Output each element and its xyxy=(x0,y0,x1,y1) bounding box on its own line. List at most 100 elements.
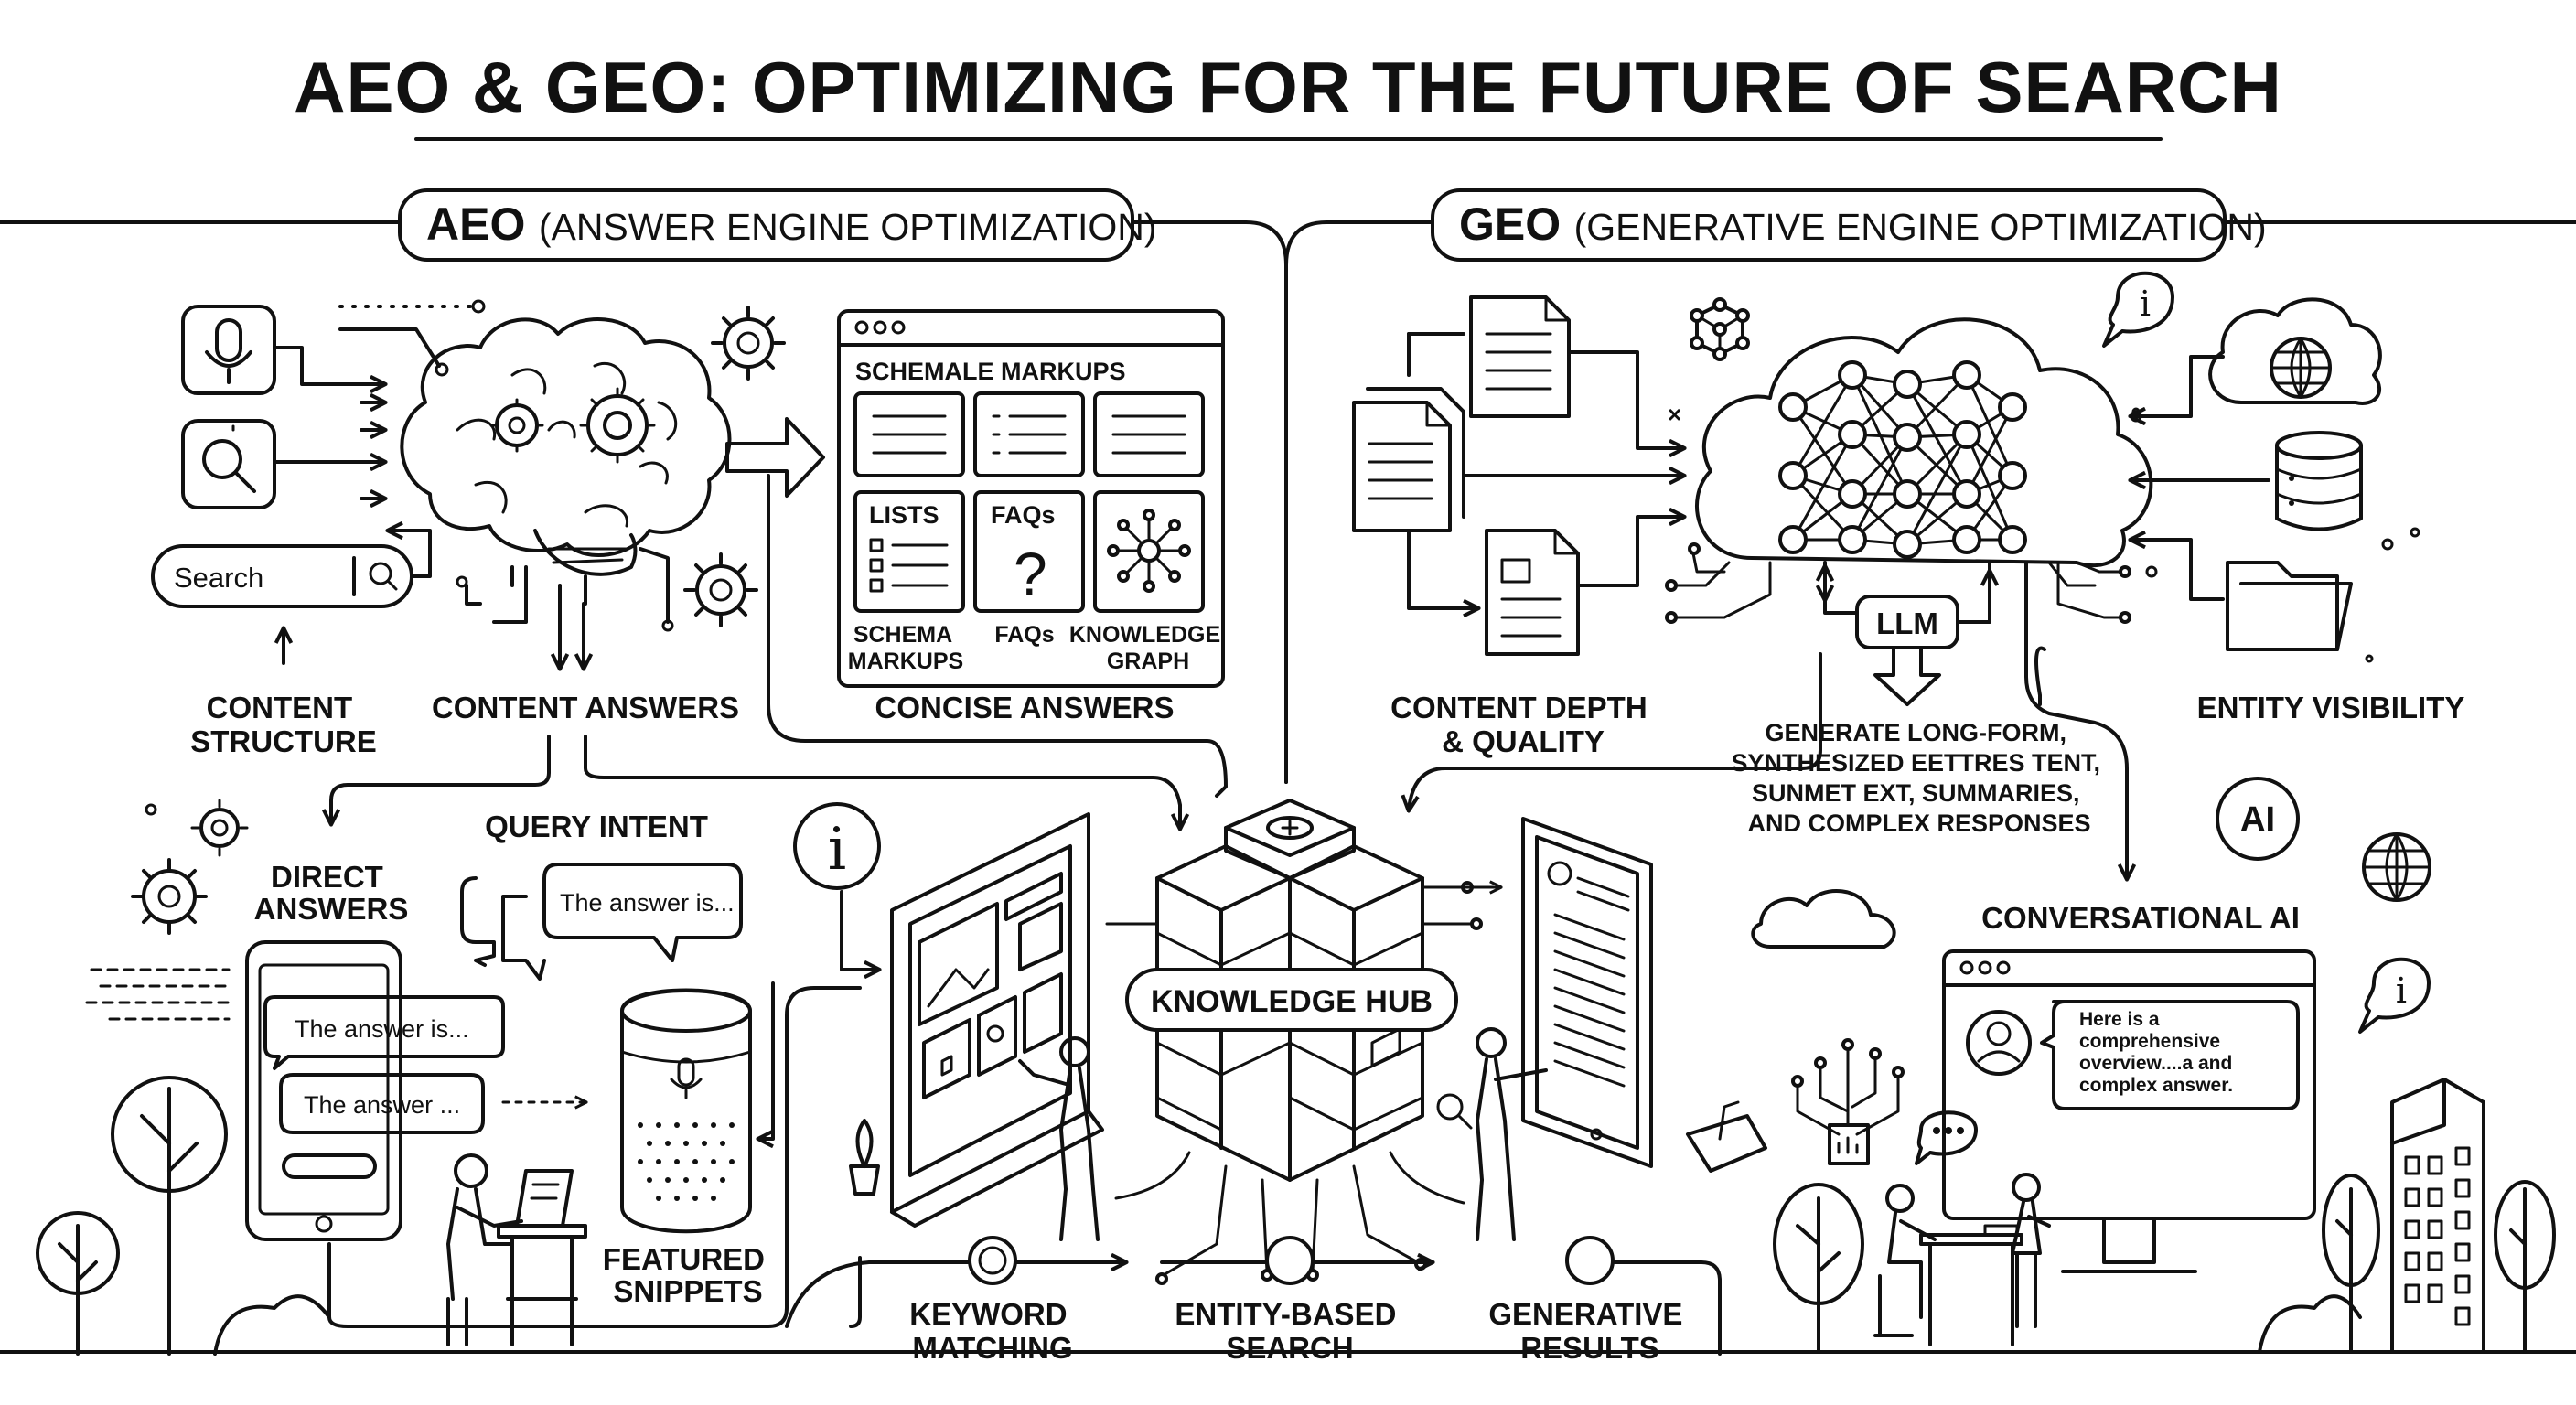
pipeline-label-keyword: KEYWORD MATCHING xyxy=(909,1297,1076,1365)
info-speech-icon-right: i xyxy=(2358,957,2431,1034)
search-input-text[interactable]: Search xyxy=(174,562,263,594)
neural-network-cloud xyxy=(1695,317,2153,568)
knowledge-hub-pill: KNOWLEDGE HUB xyxy=(1125,968,1458,1032)
bush-right xyxy=(2258,1294,2362,1354)
document-icon-2 xyxy=(1352,387,1465,532)
smartphone-illustration: The answer is... The answer ... xyxy=(85,940,585,1241)
document-icon-1 xyxy=(1469,295,1571,418)
tree-left-large xyxy=(111,1076,228,1356)
page-title: AEO & GEO: OPTIMIZING FOR THE FUTURE OF … xyxy=(294,47,2282,127)
brain-illustration xyxy=(400,317,732,606)
info-icon-glyph: i xyxy=(828,816,846,884)
aeo-abbr: AEO xyxy=(426,198,525,250)
pipeline-node-generative xyxy=(1565,1236,1615,1285)
concise-answers-label: CONCISE ANSWERS xyxy=(875,691,1175,724)
tree-left-small xyxy=(36,1211,120,1356)
folder-icon xyxy=(2226,538,2394,651)
info-glyph-right: i xyxy=(2396,971,2407,1011)
info-glyph-top: i xyxy=(2140,284,2151,324)
query-speech-bubble: The answer is... xyxy=(460,863,743,981)
speaker-grille xyxy=(638,1122,735,1201)
gear-icon-left-large xyxy=(131,858,208,935)
geo-doc-arrows xyxy=(1407,332,1683,608)
question-mark-icon: ? xyxy=(1014,540,1047,607)
caption-faqs: FAQs xyxy=(994,622,1054,648)
tree-right-1 xyxy=(1773,1183,1864,1354)
chat-response-text: Here is a comprehensive overview....a an… xyxy=(2079,1009,2238,1096)
phone-answer-bubble-1: The answer is... xyxy=(295,1015,469,1043)
aeo-full: (ANSWER ENGINE OPTIMIZATION) xyxy=(539,206,1157,248)
globe-cloud-icon xyxy=(2208,297,2382,405)
pipeline-node-keyword xyxy=(968,1236,1017,1285)
knowledge-graph-icon xyxy=(1107,509,1191,593)
document-icon-3 xyxy=(1485,529,1580,656)
input-arrows xyxy=(231,299,486,578)
brain-output-arrows xyxy=(456,417,825,668)
pipeline-label-entity: ENTITY-BASED SEARCH xyxy=(1175,1297,1404,1365)
faqs-card xyxy=(973,490,1085,613)
gear-icon-mid xyxy=(683,552,758,627)
phone-answer-bubble-2: The answer ... xyxy=(304,1091,460,1119)
aeo-flow-lines xyxy=(331,474,1228,828)
chat-monitor-illustration: Here is a comprehensive overview....a an… xyxy=(1942,949,2316,1273)
person-with-tablet-illustration xyxy=(1436,1027,1548,1241)
search-icon[interactable] xyxy=(386,579,398,591)
isometric-monitor-illustration xyxy=(890,812,1104,1228)
pipeline-node-entity xyxy=(1265,1236,1315,1285)
featured-snippets-label: FEATURED SNIPPETS xyxy=(603,1242,773,1308)
faqs-card-label: FAQs xyxy=(991,501,1056,529)
person-at-laptop-illustration xyxy=(327,986,862,1346)
tree-right-3 xyxy=(2494,1180,2556,1354)
cloud-to-hub-arrows xyxy=(1409,561,2127,878)
cloud-small-icon xyxy=(1751,889,1896,949)
entity-visibility-label: ENTITY VISIBILITY xyxy=(2197,691,2465,724)
person-at-monitor-illustration xyxy=(1018,1036,1100,1241)
knowledge-hub-label: KNOWLEDGE HUB xyxy=(1151,984,1433,1019)
database-icon xyxy=(2275,431,2363,531)
decor-dot-2 xyxy=(2365,654,2374,663)
knowledge-graph-card xyxy=(1093,490,1205,613)
content-depth-label: CONTENT DEPTH & QUALITY xyxy=(1390,691,1656,758)
close-mark-icon: × xyxy=(1668,401,1681,428)
gear-icon-left-small xyxy=(190,799,249,857)
llm-badge: LLM xyxy=(1825,561,1990,706)
search-bar[interactable]: Search xyxy=(151,544,413,608)
tablet-document-illustration xyxy=(1521,817,1767,1173)
speech-bubble-text: The answer is... xyxy=(560,889,735,917)
pipeline-label-generative: GENERATIVE RESULTS xyxy=(1488,1297,1690,1365)
lists-card xyxy=(853,490,965,613)
schema-window-header: SCHEMALE MARKUPS xyxy=(855,358,1126,385)
building-illustration xyxy=(2390,1078,2485,1354)
direct-answers-label: DIRECT ANSWERS xyxy=(254,860,409,926)
svg-text:AEO (ANSWER ENGINE OPTIM: AEO (ANSWER ENGINE OPTIMIZATION) xyxy=(426,198,1157,250)
geo-abbr: GEO xyxy=(1459,198,1561,250)
hub-circuit-lines xyxy=(1105,883,1500,1285)
globe-icon-right xyxy=(2362,832,2431,902)
gear-icon-top xyxy=(711,306,786,381)
bush-left xyxy=(213,1294,331,1356)
cloud-circuit-lines xyxy=(1665,542,2131,624)
aeo-section-header: AEO (ANSWER ENGINE OPTIMIZATION) xyxy=(0,188,1288,784)
geo-section-header: GEO (GENERATIVE ENGINE OPTIMIZATION) xyxy=(1284,188,2576,784)
generate-description: GENERATE LONG-FORM, SYNTHESIZED EETTRES … xyxy=(1731,719,2107,837)
content-answers-label: CONTENT ANSWERS xyxy=(432,691,739,724)
geo-right-arrows xyxy=(2131,355,2420,601)
lists-card-label: LISTS xyxy=(869,501,939,529)
info-arrow xyxy=(840,890,878,970)
decor-dot xyxy=(145,803,157,816)
info-speech-icon-top: i xyxy=(2102,271,2174,348)
smart-speaker-icon xyxy=(620,988,752,1234)
network-cube-icon xyxy=(1690,297,1750,361)
schema-markup-window: SCHEMALE MARKUPS LISTS FAQs ? SCHEMA MAR… xyxy=(837,309,1225,688)
query-intent-label: QUERY INTENT xyxy=(485,810,708,843)
people-at-table-illustration xyxy=(1873,1173,2051,1346)
conversational-ai-label: CONVERSATIONAL AI xyxy=(1981,901,2300,935)
caption-schema-markups: SCHEMA MARKUPS xyxy=(848,622,963,674)
microphone-input-icon xyxy=(181,305,276,395)
ai-badge-text: AI xyxy=(2240,800,2275,839)
geo-full: (GENERATIVE ENGINE OPTIMIZATION) xyxy=(1574,206,2267,248)
info-circle-icon-center: i xyxy=(793,802,881,890)
llm-label: LLM xyxy=(1876,606,1938,640)
potted-plant-icon xyxy=(849,1119,880,1196)
